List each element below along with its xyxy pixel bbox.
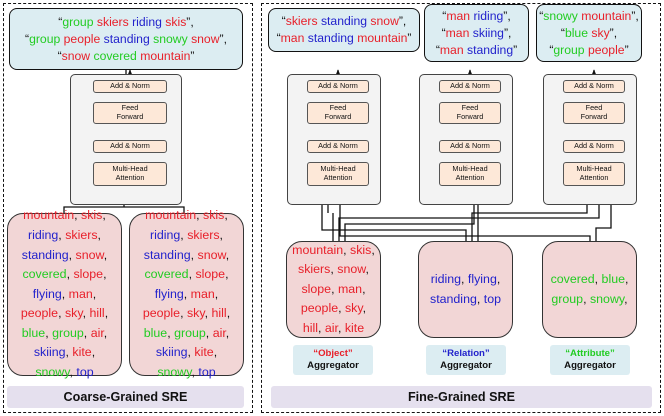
coarse-word-box-right: mountain, skis, riding, skiers, standing, … <box>129 208 244 379</box>
coarse-grained-panel <box>3 3 253 413</box>
relation-aggregator: “Relation” Aggregator <box>426 345 506 375</box>
text-line: covered, slope, <box>144 267 229 282</box>
object-add-norm-bottom: Add & Norm <box>307 140 369 153</box>
text-line: blue, group, air, <box>143 325 230 340</box>
object-output-box: “skiers standing snow”, “man standing mou… <box>268 8 420 52</box>
text-line: covered, slope, <box>22 267 107 282</box>
fine-grained-panel <box>261 3 661 413</box>
text-line: group, snowy, <box>551 291 628 306</box>
text-line: riding, flying, <box>430 271 501 286</box>
text-line: “snowy mountain”, <box>539 8 639 23</box>
attribute-add-norm-top: Add & Norm <box>563 80 625 93</box>
coarse-word-box-left: mountain, skis, riding, skiers, standing, … <box>7 208 122 379</box>
text-line: slope, man, <box>301 281 366 296</box>
text-line: riding, skiers, <box>27 227 101 242</box>
text-line: skiers, snow, <box>298 262 369 277</box>
text-line: flying, man, <box>154 286 219 301</box>
text-line: people, sky, hill, <box>142 306 231 321</box>
coarse-add-norm-bottom: Add & Norm <box>93 140 167 153</box>
object-add-norm-top: Add & Norm <box>307 80 369 93</box>
text-line: hill, air, kite <box>302 320 365 335</box>
text-line: snowy, top <box>157 365 216 380</box>
text-line: “group people standing snowy snow”, <box>25 31 227 46</box>
fine-grained-title: Fine-Grained SRE <box>271 386 652 408</box>
coarse-output-box: “group skiers riding skis”, “group people… <box>9 8 243 70</box>
relation-word-box: riding, flying, standing, top <box>418 241 513 338</box>
relation-add-norm-bottom: Add & Norm <box>439 140 501 153</box>
coarse-grained-title: Coarse-Grained SRE <box>7 386 244 408</box>
text-line: standing, snow, <box>21 247 108 262</box>
text-line: riding, skiers, <box>149 227 223 242</box>
text-line: mountain, skis, <box>145 208 228 223</box>
text-line: “blue sky”, <box>560 25 618 40</box>
text-line: standing, top <box>430 291 501 306</box>
text-line: mountain, skis, <box>23 208 106 223</box>
relation-add-norm-top: Add & Norm <box>439 80 501 93</box>
object-aggregator: “Object” Aggregator <box>293 345 373 375</box>
coarse-add-norm-top: Add & Norm <box>93 80 167 93</box>
text-line: “group skiers riding skis”, <box>58 14 194 29</box>
text-line: “group people” <box>549 42 629 57</box>
relation-output-box: “man riding”, “man skiing”, “man standing” <box>424 4 529 62</box>
attribute-aggregator: “Attribute” Aggregator <box>550 345 630 375</box>
text-line: flying, man, <box>32 286 97 301</box>
text-line: “snow covered mountain” <box>57 48 195 63</box>
text-line: snowy, top <box>35 365 94 380</box>
text-line: blue, group, air, <box>21 325 108 340</box>
text-line: standing, snow, <box>143 247 230 262</box>
attribute-output-box: “snowy mountain”, “blue sky”, “group peopl… <box>536 4 642 62</box>
text-line: people, sky, hill, <box>20 306 109 321</box>
text-line: “man skiing”, <box>441 25 512 40</box>
attribute-add-norm-bottom: Add & Norm <box>563 140 625 153</box>
object-word-box: mountain, skis, skiers, snow, slope, man, p… <box>286 241 381 338</box>
text-line: “man riding”, <box>442 8 511 23</box>
text-line: “man standing mountain” <box>276 31 412 45</box>
text-line: “skiers standing snow”, <box>281 14 407 28</box>
attribute-word-box: covered, blue, group, snowy, <box>542 241 637 338</box>
text-line: skiing, kite, <box>155 345 218 360</box>
text-line: covered, blue, <box>550 271 629 286</box>
text-line: people, sky, <box>300 301 367 316</box>
text-line: “man standing” <box>435 42 518 57</box>
text-line: mountain, skis, <box>292 242 375 257</box>
text-line: skiing, kite, <box>33 345 96 360</box>
